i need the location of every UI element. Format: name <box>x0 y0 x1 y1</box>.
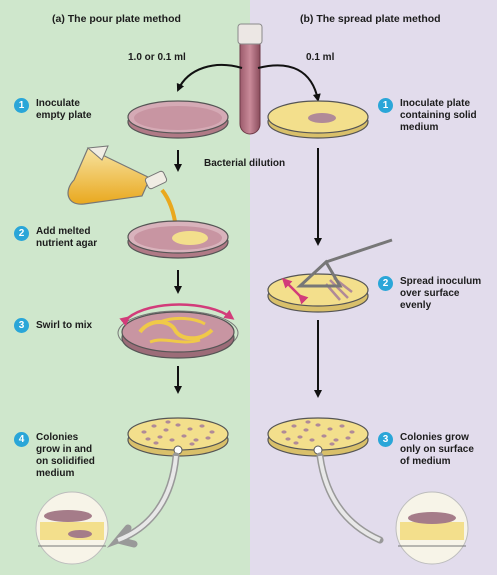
pour-plate-with-agar <box>128 221 228 258</box>
colony <box>163 428 168 431</box>
spread-step-2-badge: 2 <box>378 276 393 291</box>
pour-step-3-badge: 3 <box>14 318 29 333</box>
pour-cross-section <box>36 492 108 564</box>
pour-panel-background <box>0 0 250 575</box>
pour-volume: 1.0 or 0.1 ml <box>128 52 186 64</box>
colony <box>345 436 350 439</box>
pour-step-2-text: Add melted nutrient agar <box>36 226 114 250</box>
colony <box>297 435 302 438</box>
colony <box>209 430 214 433</box>
colony <box>165 420 170 423</box>
colony <box>303 428 308 431</box>
colony <box>315 423 320 426</box>
colony <box>339 424 344 427</box>
pour-title: (a) The pour plate method <box>52 13 181 25</box>
pour-plate-empty-inoculated <box>128 101 228 138</box>
colony <box>291 424 296 427</box>
colony <box>157 435 162 438</box>
spread-plate-spreading <box>268 274 368 312</box>
colony <box>193 438 198 441</box>
pour-step-4-text: Colonies grow in and on solidified mediu… <box>36 432 104 480</box>
colony <box>309 438 314 441</box>
colony <box>169 438 174 441</box>
colony <box>175 423 180 426</box>
spread-cross-section <box>396 492 468 564</box>
test-tube <box>238 24 262 134</box>
colony <box>293 441 298 444</box>
colony <box>305 420 310 423</box>
spread-step-1-text: Inoculate plate containing solid medium <box>400 98 478 134</box>
colony <box>189 442 194 445</box>
pour-step-4-badge: 4 <box>14 432 29 447</box>
colony <box>187 427 192 430</box>
pour-step-3-text: Swirl to mix <box>36 320 116 332</box>
pour-step-1-text: Inoculate empty plate <box>36 98 100 122</box>
colony <box>281 430 286 433</box>
colony <box>349 430 354 433</box>
tube-label: Bacterial dilution <box>204 158 285 170</box>
spread-step-2-text: Spread inoculum over surface evenly <box>400 276 484 312</box>
colony <box>153 441 158 444</box>
colony <box>151 424 156 427</box>
colony <box>145 437 150 440</box>
colony <box>181 434 186 437</box>
spread-step-3-text: Colonies grow only on surface of medium <box>400 432 478 468</box>
spread-volume: 0.1 ml <box>306 52 334 64</box>
pour-step-2-badge: 2 <box>14 226 29 241</box>
colony <box>333 438 338 441</box>
pour-step-1-badge: 1 <box>14 98 29 113</box>
colony <box>141 430 146 433</box>
spread-plate-inoculated <box>268 101 368 138</box>
spread-step-1-badge: 1 <box>378 98 393 113</box>
colony <box>199 424 204 427</box>
colony <box>321 434 326 437</box>
spread-step-3-badge: 3 <box>378 432 393 447</box>
colony <box>205 436 210 439</box>
colony <box>327 427 332 430</box>
spread-title: (b) The spread plate method <box>300 13 441 25</box>
colony <box>329 442 334 445</box>
colony <box>285 437 290 440</box>
